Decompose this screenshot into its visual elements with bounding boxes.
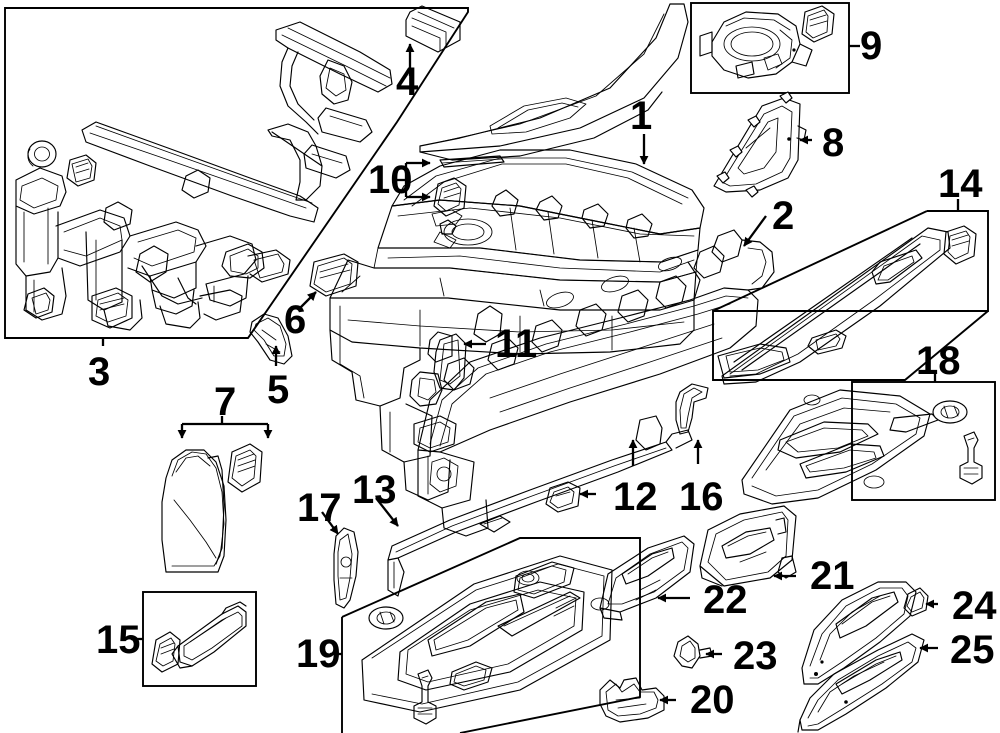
- part-11-center-bracket: [409, 333, 467, 407]
- part-22-side-lower-cover: [599, 535, 695, 621]
- callout-label-1[interactable]: 1: [630, 94, 653, 138]
- callout-12-leader: [579, 439, 638, 499]
- part-20-lower-bracket: [599, 677, 665, 723]
- part-1-instrument-panel-upper: [329, 3, 705, 501]
- part-19-glove-box-assembly: [361, 555, 613, 725]
- group-box-14: [712, 199, 989, 381]
- callout-label-6[interactable]: 6: [284, 298, 307, 342]
- callout-label-5[interactable]: 5: [267, 368, 290, 412]
- callout-17-leader: [321, 511, 339, 535]
- callout-label-2[interactable]: 2: [772, 194, 795, 238]
- part-12-target-rib: [635, 415, 663, 451]
- callout-label-18[interactable]: 18: [916, 339, 961, 383]
- callout-label-9[interactable]: 9: [860, 24, 883, 68]
- part-12-lower-clip: [545, 481, 581, 513]
- callout-label-4[interactable]: 4: [396, 60, 419, 104]
- part-9-speaker-housing: [699, 5, 835, 79]
- callout-13-leader: [375, 497, 399, 527]
- part-23-small-stopper: [673, 635, 713, 669]
- part-15-air-outlet: [151, 601, 247, 673]
- callout-label-16[interactable]: 16: [679, 475, 724, 519]
- part-21-center-lower-cover: [699, 505, 797, 587]
- callout-label-3[interactable]: 3: [88, 350, 111, 394]
- callout-label-23[interactable]: 23: [733, 634, 778, 678]
- callout-label-25[interactable]: 25: [950, 628, 995, 672]
- callout-label-21[interactable]: 21: [810, 554, 855, 598]
- group-box-9: [690, 2, 860, 94]
- callout-label-17[interactable]: 17: [297, 486, 342, 530]
- part-8-side-defroster-duct: [713, 91, 807, 198]
- part-13-lower-trim-strip: [387, 429, 693, 597]
- part-3-dash-crossmember: [15, 21, 393, 331]
- callout-label-24[interactable]: 24: [952, 584, 997, 628]
- part-14-defroster-grille: [717, 225, 977, 385]
- group-box-19: [330, 537, 641, 733]
- callout-label-11[interactable]: 11: [495, 322, 538, 366]
- callout-label-7[interactable]: 7: [214, 380, 237, 424]
- callout-label-19[interactable]: 19: [296, 632, 341, 676]
- part-16-hook-bracket: [675, 383, 709, 435]
- part-2-reinforcement-bracket: [417, 229, 775, 537]
- callout-label-14[interactable]: 14: [938, 162, 983, 206]
- callout-label-22[interactable]: 22: [703, 578, 748, 622]
- callout-2-leader: [743, 215, 767, 247]
- callout-label-8[interactable]: 8: [822, 121, 845, 165]
- callout-label-12[interactable]: 12: [613, 475, 658, 519]
- part-4-upper-support-rail: [405, 5, 461, 53]
- part-6-clip-housing: [309, 253, 359, 297]
- callout-6-leader: [297, 291, 317, 311]
- part-7-end-cover-and-clip: [161, 416, 273, 573]
- group-box-18: [851, 370, 996, 501]
- part-17-slide-latch: [333, 527, 359, 609]
- part-24-25-side-covers: [797, 581, 929, 733]
- group-box-3: [4, 7, 469, 346]
- part-18-knee-bolster: [741, 389, 983, 505]
- part-10-retainer-clips: [393, 155, 505, 217]
- callout-label-10[interactable]: 10: [368, 158, 413, 202]
- callout-label-15[interactable]: 15: [96, 618, 141, 662]
- callout-label-13[interactable]: 13: [352, 468, 397, 512]
- group-box-15: [131, 591, 257, 687]
- callout-label-20[interactable]: 20: [690, 678, 735, 722]
